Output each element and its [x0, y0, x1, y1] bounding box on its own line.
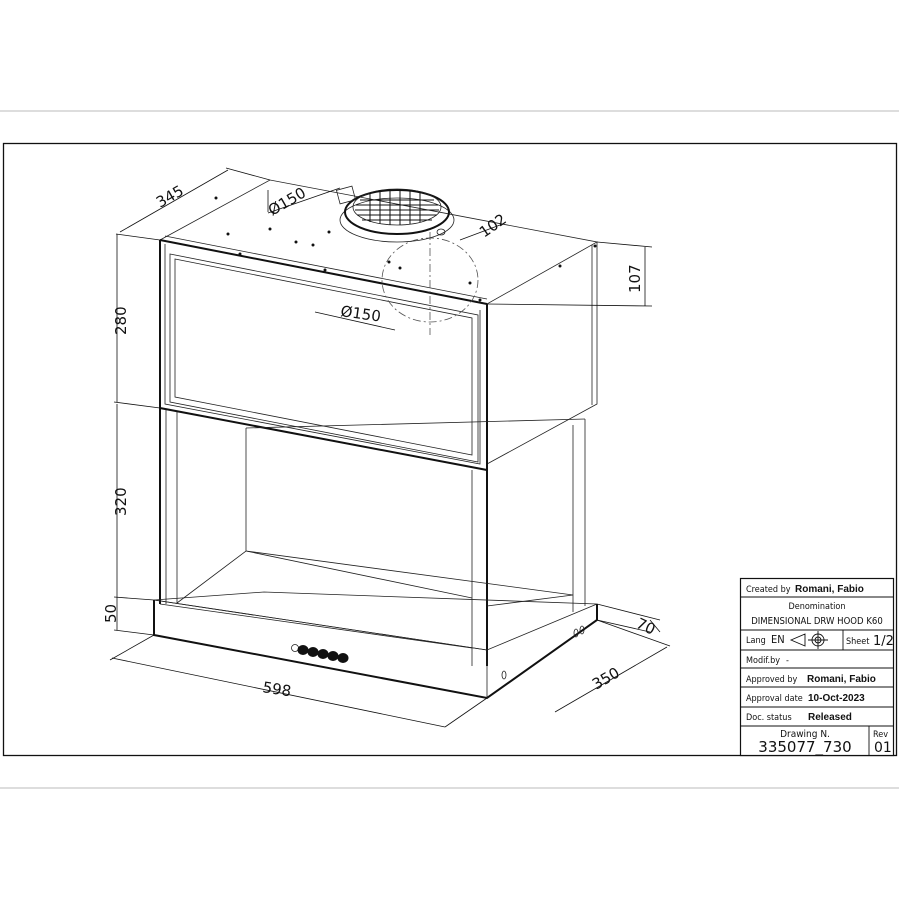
denomination-label: Denomination	[788, 602, 845, 612]
dim-duct-offset: 102	[476, 210, 510, 241]
rev-value: 01	[874, 740, 892, 756]
dim-depth-top: 345	[153, 182, 187, 212]
doc-status-value: Released	[808, 712, 852, 723]
drawing-frame	[2, 142, 898, 757]
duct-outlet	[335, 185, 455, 243]
approval-date-label: Approval date	[746, 694, 803, 704]
title-block: Created by Romani, Fabio Denomination DI…	[739, 577, 895, 757]
approval-date-value: 10-Oct-2023	[808, 693, 865, 704]
denomination-value: DIMENSIONAL DRW HOOD K60	[751, 616, 883, 627]
hood-body	[153, 179, 599, 700]
projection-symbol-icon	[789, 631, 828, 649]
dim-base-offset: 70	[633, 614, 658, 638]
dimension-lines	[109, 167, 671, 728]
lang-value: EN	[771, 633, 785, 646]
dim-duct-height: 107	[626, 264, 644, 293]
dim-upper-height: 280	[112, 306, 130, 335]
rev-label: Rev	[873, 730, 888, 740]
dim-duct-top: Ø150	[265, 184, 309, 220]
modif-label: Modif.by	[746, 656, 780, 666]
dim-duct-front: Ø150	[339, 302, 382, 325]
modif-value: -	[786, 656, 789, 666]
sheet-label: Sheet	[846, 637, 869, 647]
approved-label: Approved by	[746, 675, 798, 685]
approved-value: Romani, Fabio	[807, 674, 876, 685]
dim-mid-height: 320	[112, 487, 130, 516]
created-by-label: Created by	[746, 585, 791, 595]
lang-label: Lang	[746, 636, 766, 646]
dim-width: 598	[261, 678, 292, 700]
doc-status-label: Doc. status	[746, 713, 792, 723]
drawing-label: Drawing N.	[780, 729, 830, 740]
top-surface	[158, 179, 599, 305]
dim-base-height: 50	[102, 604, 120, 623]
control-buttons	[291, 644, 349, 663]
drawing-value: 335077_730	[758, 738, 851, 757]
created-by-value: Romani, Fabio	[795, 584, 864, 595]
sheet-value: 1/2	[873, 634, 894, 649]
